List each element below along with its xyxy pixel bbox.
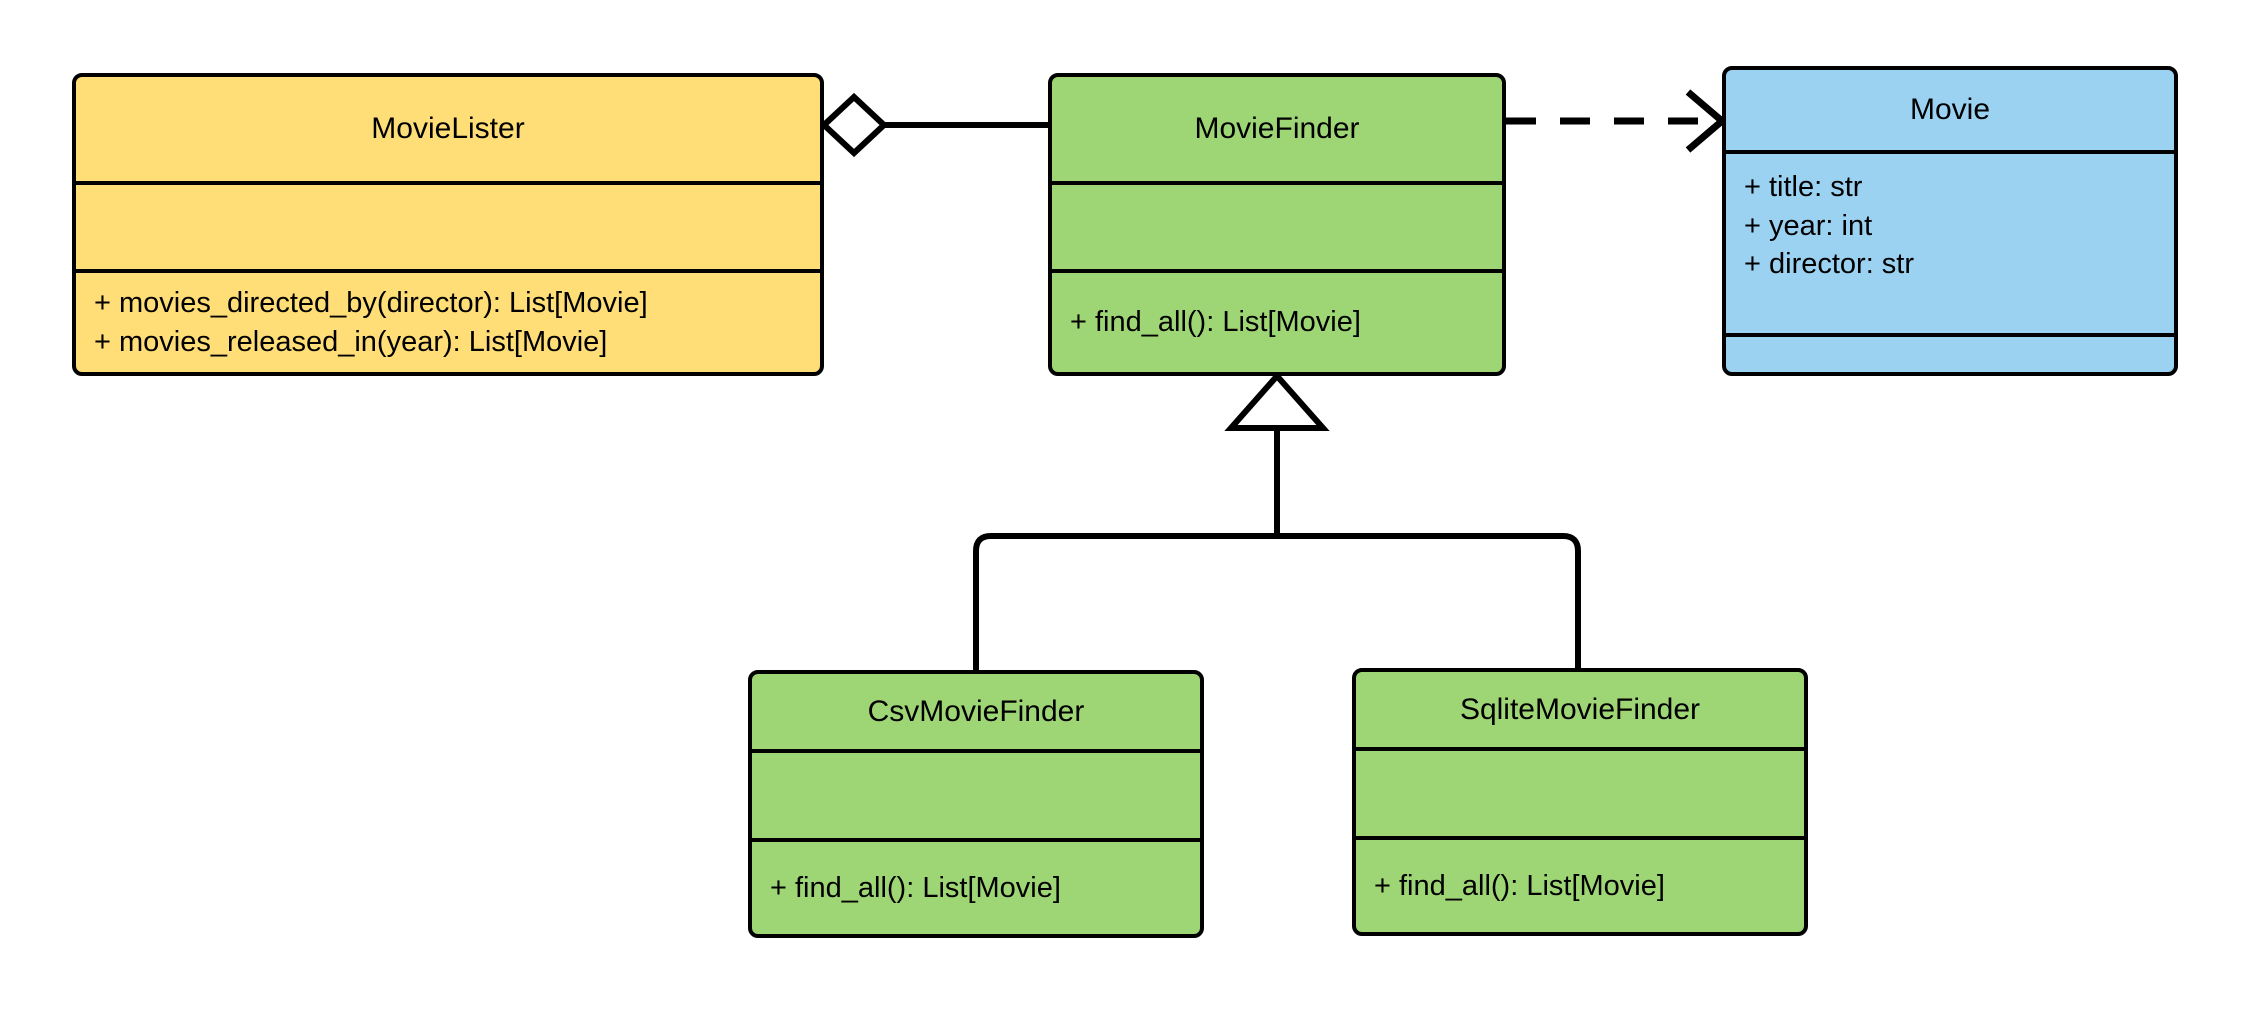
attributes-compartment: + title: str + year: int + director: str — [1726, 150, 2174, 333]
operation-item: + find_all(): List[Movie] — [770, 871, 1061, 904]
operations-compartment: + movies_directed_by(director): List[Mov… — [76, 269, 820, 372]
class-box-sqlite-movie-finder[interactable]: SqliteMovieFinder + find_all(): List[Mov… — [1352, 668, 1808, 936]
generalization-bus — [973, 533, 1581, 670]
attribute-item: + year: int — [1744, 209, 1873, 242]
attributes-compartment — [1052, 181, 1502, 269]
class-box-movie-finder[interactable]: MovieFinder + find_all(): List[Movie] — [1048, 73, 1506, 376]
hollow-triangle-icon — [1224, 371, 1330, 431]
operation-item: + movies_directed_by(director): List[Mov… — [94, 286, 648, 319]
operation-item: + find_all(): List[Movie] — [1070, 306, 1361, 339]
dependency-finder-movie — [1506, 89, 1728, 153]
class-title: Movie — [1909, 93, 1991, 126]
class-name-compartment: Movie — [1726, 70, 2174, 150]
class-box-movie-lister[interactable]: MovieLister + movies_directed_by(directo… — [72, 73, 824, 376]
hollow-diamond-icon — [819, 92, 889, 158]
class-name-compartment: CsvMovieFinder — [752, 674, 1200, 749]
operations-compartment: + find_all(): List[Movie] — [1052, 269, 1502, 372]
attribute-item: + title: str — [1744, 171, 1863, 203]
class-box-movie[interactable]: Movie + title: str + year: int + directo… — [1722, 66, 2178, 376]
generalization-tree — [973, 371, 1581, 670]
operations-compartment: + find_all(): List[Movie] — [752, 838, 1200, 934]
class-title: CsvMovieFinder — [867, 694, 1085, 728]
open-arrow-icon — [1685, 89, 1728, 153]
class-name-compartment: MovieFinder — [1052, 77, 1502, 181]
operation-item: + find_all(): List[Movie] — [1374, 869, 1665, 902]
attributes-compartment — [1356, 747, 1804, 836]
attribute-item: + director: str — [1744, 248, 1915, 281]
class-title: SqliteMovieFinder — [1459, 692, 1701, 726]
attributes-compartment — [76, 181, 820, 269]
class-name-compartment: SqliteMovieFinder — [1356, 672, 1804, 747]
operation-item: + movies_released_in(year): List[Movie] — [94, 325, 608, 358]
operations-compartment — [1726, 332, 2174, 373]
class-title: MovieLister — [371, 112, 525, 145]
class-name-compartment: MovieLister — [76, 77, 820, 181]
aggregation-lister-finder — [819, 92, 1048, 158]
attributes-compartment — [752, 749, 1200, 838]
operations-compartment: + find_all(): List[Movie] — [1356, 836, 1804, 932]
class-title: MovieFinder — [1194, 112, 1360, 145]
class-box-csv-movie-finder[interactable]: CsvMovieFinder + find_all(): List[Movie] — [748, 670, 1204, 938]
